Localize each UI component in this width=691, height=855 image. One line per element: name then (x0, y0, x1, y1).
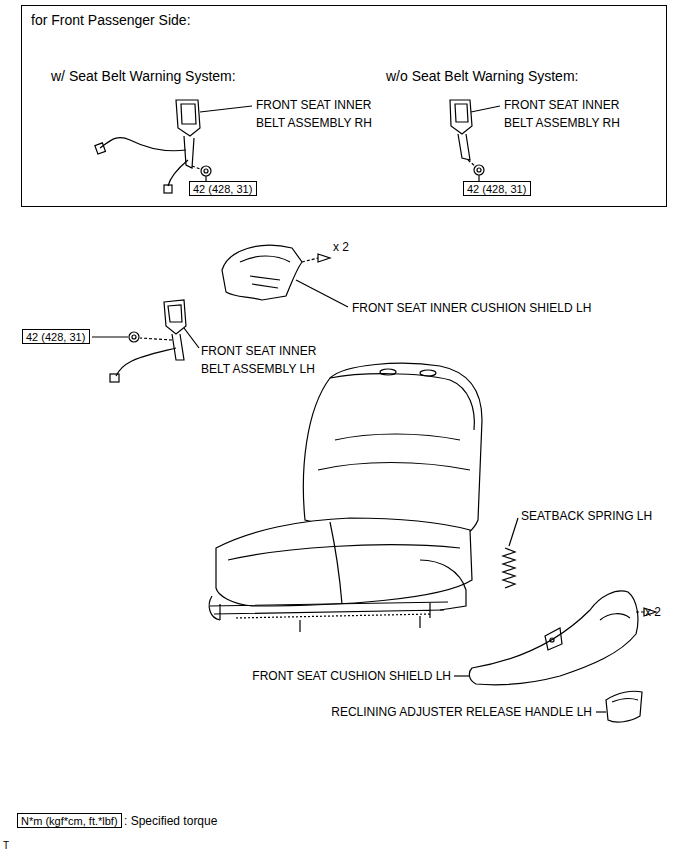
drawing-stroke (318, 463, 470, 471)
drawing-stroke (184, 328, 199, 348)
part-name: FRONT SEAT INNER CUSHION SHIELD LH (352, 299, 591, 317)
part-name: FRONT SEAT INNER BELT ASSEMBLY RH (504, 96, 629, 132)
part-name: FRONT SEAT INNER BELT ASSEMBLY LH (201, 342, 326, 378)
torque-box: 42 (428, 31) (189, 181, 257, 196)
part-name: RECLINING ADJUSTER RELEASE HANDLE LH (331, 703, 592, 721)
drawing-stroke (450, 100, 472, 134)
drawing-stroke (503, 548, 515, 588)
drawing-stroke (550, 638, 554, 642)
drawing-stroke (468, 160, 476, 167)
seatback-spring (503, 518, 518, 588)
drawing-stroke (380, 369, 396, 375)
inner-cushion-shield (222, 245, 348, 307)
quantity: x 2 (333, 238, 349, 256)
node-text: 42 (428, 31) (193, 183, 252, 195)
drawing-stroke (302, 258, 318, 262)
release-handle (596, 691, 642, 722)
node-text: for Front Passenger Side: (31, 11, 191, 29)
part-name: FRONT SEAT CUSHION SHIELD LH (252, 667, 451, 685)
drawing-stroke (95, 143, 106, 154)
inner-belt-rh (450, 100, 484, 181)
drawing-stroke (509, 518, 518, 546)
drawing-stroke (420, 370, 436, 376)
drawing-stroke (222, 245, 302, 300)
drawing-stroke (330, 522, 342, 604)
node-note: : Specified torque (124, 813, 217, 830)
node-text: 42 (428, 31) (467, 183, 526, 195)
drawing-stroke (129, 332, 139, 342)
drawing-stroke (92, 336, 128, 337)
torque-box: 42 (428, 31) (22, 329, 90, 344)
legend-torque-box: N*m (kgf*cm, ft.*lbf): Specified torque (17, 813, 122, 828)
cushion-shield (454, 591, 656, 685)
drawing-stroke (176, 100, 200, 136)
drawing-stroke (477, 168, 481, 172)
inner-belt-rh-wired (95, 100, 211, 193)
drawing-stroke (250, 276, 280, 288)
quantity: x 2 (645, 603, 661, 621)
drawing-stroke (228, 545, 460, 560)
drawing-stroke (164, 185, 172, 193)
node-text: 42 (428, 31) (26, 331, 85, 343)
drawing-stroke (201, 166, 211, 176)
drawing-stroke (600, 614, 630, 620)
figure-code: T (3, 839, 9, 853)
drawing-stroke (296, 280, 348, 307)
drawing-stroke (100, 138, 186, 151)
drawing-stroke (458, 134, 470, 160)
drawing-stroke (335, 434, 460, 440)
drawing-stroke (240, 256, 290, 262)
drawing-stroke (330, 374, 474, 430)
drawing-stroke (164, 300, 186, 334)
node-note: w/o Seat Belt Warning System: (386, 67, 578, 85)
node-text: N*m (kgf*cm, ft.*lbf) (21, 815, 118, 827)
drawing-stroke (209, 596, 220, 620)
drawing-stroke (236, 614, 432, 618)
drawing-stroke (168, 305, 182, 322)
leader-line (471, 106, 500, 112)
drawing-stroke (474, 165, 484, 175)
drawing-stroke (455, 104, 468, 122)
torque-box: 42 (428, 31) (463, 181, 531, 196)
drawing-stroke (454, 675, 470, 676)
drawing-stroke (210, 602, 448, 620)
drawing-stroke (184, 136, 194, 168)
drawing-stroke (596, 711, 606, 712)
drawing-stroke (612, 699, 638, 702)
drawing-stroke (172, 334, 184, 360)
drawing-stroke (116, 348, 176, 376)
part-name: SEATBACK SPRING LH (521, 507, 652, 525)
drawing-stroke (606, 691, 642, 722)
drawing-stroke (204, 169, 208, 173)
drawing-stroke (181, 104, 196, 124)
leader-line (200, 106, 252, 112)
drawing-stroke (132, 335, 136, 339)
node-note: w/ Seat Belt Warning System: (51, 67, 236, 85)
inner-belt-lh (92, 300, 199, 382)
front-seat (209, 363, 482, 632)
drawing-stroke (318, 254, 330, 262)
drawing-stroke (300, 616, 420, 632)
drawing-stroke (469, 591, 638, 685)
drawing-stroke (110, 374, 119, 382)
drawing-stroke (140, 338, 172, 340)
drawing-stroke (636, 611, 644, 612)
drawing-stroke (545, 628, 562, 650)
drawing-stroke (168, 160, 188, 186)
part-name: FRONT SEAT INNER BELT ASSEMBLY RH (256, 96, 381, 132)
